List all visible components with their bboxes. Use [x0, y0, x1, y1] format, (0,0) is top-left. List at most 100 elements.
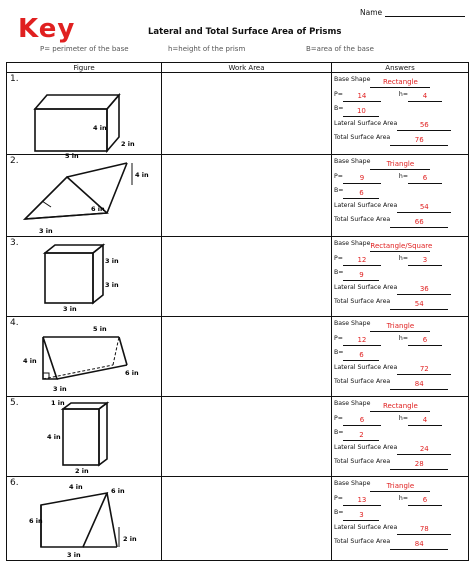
prism-figure: 4 in 6 in 3 in — [22, 162, 149, 235]
height-answer: 4 — [408, 92, 443, 102]
name-label: Name — [360, 8, 383, 17]
dim-label-a: 5 in — [93, 325, 107, 333]
work-area-cell[interactable] — [161, 476, 332, 561]
base-shape-label: Base Shape — [334, 320, 371, 327]
base-shape-answer: Rectangle/Square — [370, 241, 433, 252]
height-answer: 4 — [408, 416, 443, 426]
height-label: h= — [398, 334, 409, 342]
base-shape-label: Base Shape — [334, 76, 371, 83]
total-area-answer: 28 — [390, 460, 449, 470]
base-area-label: B= — [334, 269, 344, 276]
total-area-label: Total Surface Area — [334, 538, 391, 545]
dim-label-d: 2 in — [123, 535, 137, 543]
key-label: Key — [18, 14, 76, 44]
work-area-cell[interactable] — [161, 154, 332, 237]
base-area-answer: 2 — [343, 431, 380, 441]
dim-label-c: 3 in — [39, 227, 53, 235]
problem-number: 1. — [10, 74, 19, 84]
lateral-area-label: Lateral Surface Area — [334, 201, 398, 209]
worksheet-table: Figure Work Area Answers 1. 4 in 2 in 5 … — [6, 62, 469, 561]
dim-label-a: 4 in — [69, 483, 83, 491]
dim-label-a: 1 in — [51, 399, 65, 407]
work-area-cell[interactable] — [161, 396, 332, 477]
lateral-area-answer: 54 — [397, 203, 452, 213]
base-shape-label: Base Shape — [334, 400, 371, 407]
total-area-answer: 66 — [390, 218, 449, 228]
work-area-cell[interactable] — [161, 72, 332, 155]
dim-label-c: 6 in — [125, 369, 139, 377]
perimeter-answer: 14 — [342, 92, 381, 102]
total-area-label: Total Surface Area — [334, 458, 391, 465]
base-area-answer: 6 — [343, 189, 380, 199]
dim-label-b: 4 in — [23, 357, 37, 365]
perimeter-label: P= — [334, 414, 343, 422]
lateral-area-answer: 36 — [397, 285, 452, 295]
dim-label-b: 6 in — [111, 487, 125, 495]
dim-label-d: 3 in — [53, 385, 67, 393]
work-area-cell[interactable] — [161, 316, 332, 397]
problem-number: 2. — [10, 156, 19, 166]
height-answer: 3 — [408, 256, 443, 266]
legend-height: h=height of the prism — [168, 45, 246, 53]
base-area-label: B= — [334, 509, 344, 516]
dim-label-a: 4 in — [93, 124, 107, 132]
lateral-area-answer: 24 — [397, 445, 452, 455]
perimeter-answer: 9 — [342, 174, 381, 184]
dim-label-a: 3 in — [105, 257, 119, 265]
problem-number: 4. — [10, 318, 19, 328]
figure-cell: 6. 4 in 6 in 6 in 2 in 3 in — [6, 476, 162, 561]
prism-figure: 3 in 3 in 3 in — [42, 243, 119, 313]
perimeter-answer: 6 — [342, 416, 381, 426]
column-work-area: Work Area — [161, 62, 332, 73]
perimeter-label: P= — [334, 172, 343, 180]
height-answer: 6 — [408, 496, 443, 506]
total-area-label: Total Surface Area — [334, 298, 391, 305]
base-shape-answer: Rectangle — [370, 78, 431, 88]
column-answers: Answers — [331, 62, 469, 73]
base-area-label: B= — [334, 429, 344, 436]
perimeter-answer: 12 — [342, 256, 381, 266]
base-shape-label: Base Shape — [334, 240, 371, 247]
problem-number: 6. — [10, 478, 19, 488]
dim-label-e: 3 in — [67, 551, 81, 559]
dim-label-c: 2 in — [75, 467, 89, 475]
base-shape-answer: Triangle — [370, 322, 431, 332]
dim-label-c: 6 in — [29, 517, 43, 525]
base-area-answer: 6 — [343, 351, 380, 361]
lateral-area-answer: 72 — [397, 365, 452, 375]
perimeter-label: P= — [334, 90, 343, 98]
base-area-label: B= — [334, 349, 344, 356]
base-shape-answer: Triangle — [370, 160, 431, 170]
total-area-answer: 84 — [390, 380, 449, 390]
lateral-area-label: Lateral Surface Area — [334, 443, 398, 451]
dim-label-b: 4 in — [47, 433, 61, 441]
lateral-area-answer: 78 — [397, 525, 452, 535]
dim-label-c: 3 in — [63, 305, 77, 313]
prism-figure: 5 in 4 in 6 in 3 in — [23, 325, 139, 393]
total-area-answer: 54 — [390, 300, 449, 310]
perimeter-label: P= — [334, 494, 343, 502]
work-area-cell[interactable] — [161, 236, 332, 317]
height-label: h= — [398, 414, 409, 422]
base-shape-answer: Triangle — [370, 482, 431, 492]
figure-cell: 3. 3 in 3 in 3 in — [6, 236, 162, 317]
height-label: h= — [398, 172, 409, 180]
base-area-label: B= — [334, 105, 344, 112]
base-shape-label: Base Shape — [334, 158, 371, 165]
height-label: h= — [398, 494, 409, 502]
prism-figure: 1 in 4 in 2 in — [47, 399, 110, 475]
base-area-answer: 9 — [343, 271, 380, 281]
lateral-area-label: Lateral Surface Area — [334, 119, 398, 127]
height-label: h= — [398, 90, 409, 98]
name-line — [385, 16, 465, 17]
prism-figure: 4 in 2 in 5 in — [33, 92, 135, 160]
